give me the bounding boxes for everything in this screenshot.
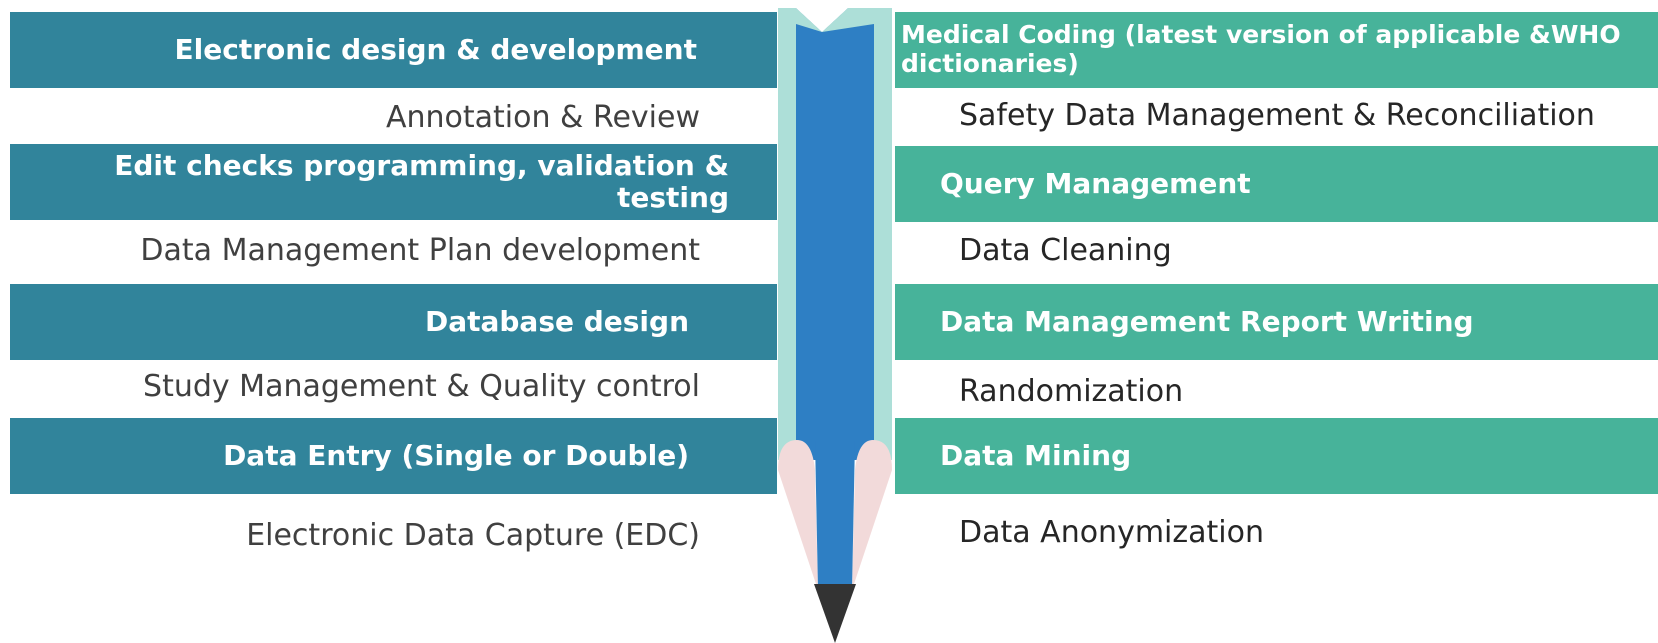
pencil-top-notch: [796, 8, 848, 32]
right-band-data-mining: Data Mining: [895, 418, 1658, 494]
pencil-icon: [778, 8, 892, 643]
left-band-electronic-design: Electronic design & development: [10, 12, 777, 88]
left-item-annotation: Annotation & Review: [385, 100, 700, 135]
left-item-dmp: Data Management Plan development: [140, 233, 700, 268]
pencil-top-left: [778, 8, 822, 32]
left-band-data-entry: Data Entry (Single or Double): [10, 418, 777, 494]
pencil-wood-right: [852, 440, 892, 590]
right-item-anonymization: Data Anonymization: [959, 515, 1264, 550]
pencil-core: [796, 8, 874, 460]
right-item-data-cleaning: Data Cleaning: [959, 233, 1172, 268]
pencil-wood-left: [778, 440, 818, 590]
right-band-query-management: Query Management: [895, 146, 1658, 222]
right-item-randomization: Randomization: [959, 374, 1184, 409]
pencil-body-right: [874, 8, 892, 460]
left-item-edc: Electronic Data Capture (EDC): [246, 518, 700, 553]
right-band-medical-coding: Medical Coding (latest version of applic…: [895, 12, 1658, 88]
left-band-edit-checks: Edit checks programming, validation & te…: [10, 144, 777, 220]
pencil-top-right: [822, 8, 874, 32]
right-item-safety-data: Safety Data Management & Reconciliation: [959, 98, 1595, 133]
pencil-core-tip: [815, 440, 855, 590]
pencil-lead: [814, 584, 856, 643]
left-band-database-design: Database design: [10, 284, 777, 360]
left-item-study-management: Study Management & Quality control: [143, 369, 700, 404]
pencil-body-left: [778, 8, 796, 460]
right-band-report-writing: Data Management Report Writing: [895, 284, 1658, 360]
